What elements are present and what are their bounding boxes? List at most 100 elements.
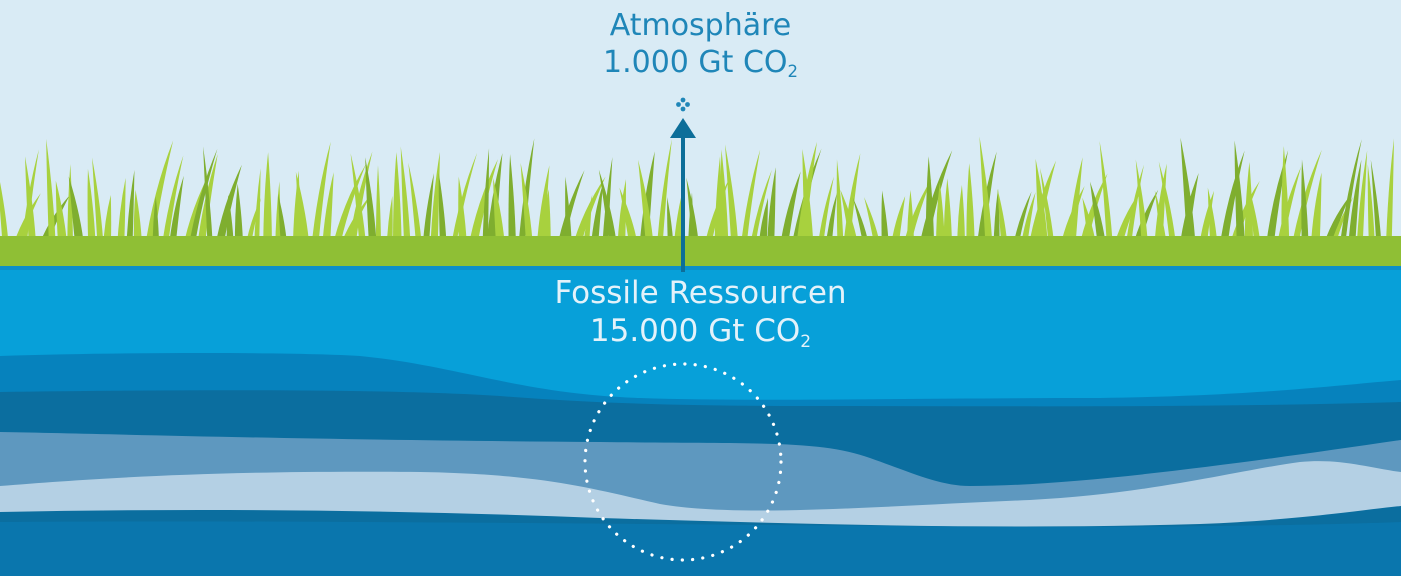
grass-blade	[1090, 181, 1107, 250]
grass-blade	[656, 139, 672, 250]
grass-blade	[957, 185, 965, 250]
grass-blade	[1356, 150, 1368, 250]
grass-blade	[311, 141, 331, 250]
atmosphere-name: Atmosphäre	[609, 8, 792, 43]
grass-blade	[1180, 137, 1196, 250]
grass-blade	[779, 171, 801, 250]
grass-blade	[46, 138, 56, 250]
grass-blade	[493, 178, 506, 250]
grass-blade	[430, 152, 440, 250]
grass-blade	[881, 190, 889, 250]
grass-blade	[1020, 192, 1036, 250]
grass-blade	[1228, 180, 1260, 250]
grass-blade	[408, 162, 423, 250]
atmosphere-label: Atmosphäre 1.000 Gt CO2	[0, 8, 1401, 81]
grass-blade	[1290, 149, 1322, 250]
grass-blade	[1310, 172, 1322, 250]
sky	[0, 0, 1401, 270]
grass-blade	[836, 159, 844, 250]
grass-blade	[1039, 168, 1055, 250]
grass-blade	[997, 188, 1008, 250]
grass-blade	[126, 170, 135, 250]
grass-blade	[87, 168, 96, 250]
grass-blade	[598, 169, 618, 250]
grass-blade	[68, 176, 85, 250]
grass-blade	[993, 188, 1000, 250]
grass-blade	[422, 173, 434, 250]
grass-blade	[350, 153, 367, 250]
grass-blade	[263, 152, 272, 250]
grass-blade	[0, 181, 9, 250]
grass-blade	[979, 136, 993, 250]
grass-blade	[1154, 190, 1168, 250]
grass-blade	[1339, 139, 1362, 250]
grass-blade	[234, 183, 244, 250]
grass-blade	[766, 167, 776, 250]
grass-blade	[1135, 159, 1149, 250]
grass-blade	[740, 149, 761, 250]
grass-blade	[1385, 138, 1395, 250]
grass-blade	[375, 165, 382, 250]
grass-blade	[24, 156, 37, 250]
grass-blade	[840, 189, 859, 250]
grass-blade	[1078, 173, 1108, 250]
fossil-name: Fossile Ressourcen	[554, 275, 847, 311]
fossil-amount-text: 15.000 Gt CO	[589, 312, 801, 349]
grass-blade	[714, 156, 723, 250]
grass-blade	[943, 178, 953, 250]
grass-blade	[1234, 140, 1246, 250]
fossil-resources-label: Fossile Ressourcen 15.000 Gt CO2	[0, 275, 1401, 352]
grass-blade	[438, 172, 447, 250]
grass-blade	[802, 148, 814, 250]
grass-blade	[590, 182, 604, 250]
grass-blade	[1370, 159, 1382, 250]
grass	[0, 136, 1401, 250]
grass-blade	[925, 156, 935, 250]
grass-blade	[508, 154, 517, 250]
grass-blade	[725, 144, 739, 250]
grass-blade	[92, 157, 104, 250]
flow-arrow-head	[670, 118, 696, 138]
grass-blade	[541, 189, 551, 250]
grass-blade	[67, 164, 73, 250]
grass-blade	[1281, 145, 1290, 250]
grass-blade	[1249, 188, 1261, 250]
grass-blade	[936, 182, 945, 250]
grass-blade	[55, 180, 68, 250]
grass-blade	[686, 177, 700, 250]
grass-blade	[619, 187, 639, 250]
grass-blade	[638, 159, 654, 250]
grass-blade	[275, 181, 281, 250]
grass-blade	[817, 176, 834, 250]
atmosphere-amount: 1.000 Gt CO2	[0, 45, 1401, 82]
grass-blade	[966, 163, 975, 250]
grass-blade	[1067, 157, 1083, 250]
grass-blade	[144, 140, 174, 250]
grass-blade	[1099, 141, 1114, 250]
grass-blade	[520, 162, 534, 250]
grass-blade	[482, 148, 490, 250]
co2-molecule-icon	[676, 97, 690, 112]
grass-blade	[1012, 191, 1032, 250]
fossil-amount: 15.000 Gt CO2	[0, 312, 1401, 352]
grass-blade	[1367, 164, 1375, 250]
grass-blade	[458, 176, 468, 250]
grass-blade	[1244, 162, 1254, 250]
grass-blade	[321, 172, 334, 250]
grass-blade	[1207, 187, 1218, 250]
storage-dotted-circle	[583, 362, 783, 562]
grass-blade	[1347, 159, 1362, 250]
grass-blade	[161, 155, 184, 250]
grass-blade	[253, 168, 261, 250]
grass-blade	[116, 177, 126, 250]
grass-blade	[203, 146, 213, 250]
fossil-subscript: 2	[800, 331, 812, 352]
grass-blade	[133, 189, 143, 250]
grass-blade	[400, 146, 411, 250]
atmosphere-amount-text: 1.000 Gt CO	[602, 44, 788, 80]
grass-blade	[1301, 159, 1309, 250]
grass-blade	[556, 170, 585, 250]
atmosphere-subscript: 2	[787, 62, 799, 82]
grass-base	[0, 236, 1401, 270]
